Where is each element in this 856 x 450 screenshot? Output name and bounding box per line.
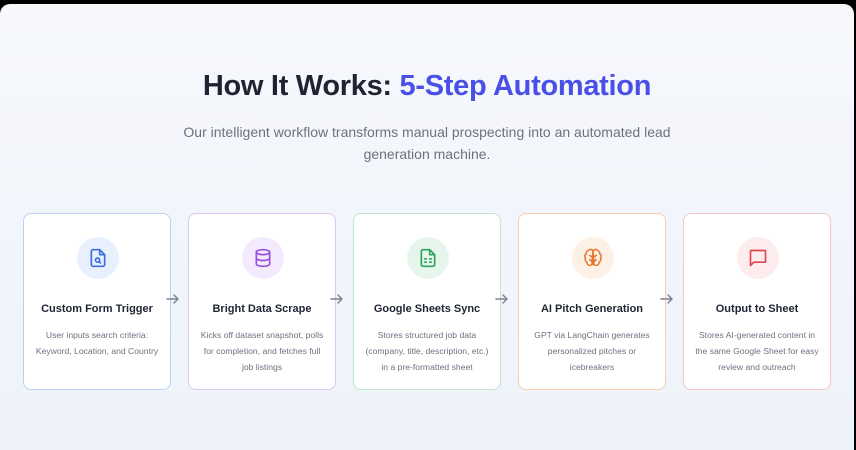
step-title: Bright Data Scrape [212, 303, 312, 315]
step-title: Custom Form Trigger [41, 303, 153, 315]
database-icon [242, 237, 284, 279]
step-card-output-to-sheet: Output to Sheet Stores AI-generated cont… [683, 213, 831, 390]
title-accent: 5-Step Automation [399, 70, 652, 102]
file-search-icon [77, 237, 119, 279]
arrow-right-icon [330, 294, 343, 304]
step-card-google-sheets-sync: Google Sheets Sync Stores structured job… [353, 213, 501, 390]
step-title: Google Sheets Sync [373, 303, 481, 315]
step-title: Output to Sheet [715, 303, 799, 315]
step-title: AI Pitch Generation [540, 303, 644, 315]
step-card-custom-form-trigger: Custom Form Trigger User inputs search c… [23, 213, 171, 390]
step-description: GPT via LangChain generates personalized… [534, 330, 650, 372]
sheet-icon [407, 237, 449, 279]
message-icon [737, 237, 779, 279]
arrow-right-icon [166, 294, 179, 304]
next-section-heading-partial: ​ [20, 444, 110, 450]
step-description: Stores AI-generated content in the same … [695, 330, 819, 372]
arrow-right-icon [660, 294, 673, 304]
title-main: How It Works: [202, 70, 400, 102]
step-card-ai-pitch-generation: AI Pitch Generation GPT via LangChain ge… [518, 213, 666, 390]
step-description: Stores structured job data (company, tit… [365, 330, 489, 372]
arrow-right-icon [495, 294, 508, 304]
step-description: Kicks off dataset snapshot, polls for co… [200, 330, 324, 372]
section-title: How It Works: 5-Step Automation [0, 70, 854, 103]
step-card-bright-data-scrape: Bright Data Scrape Kicks off dataset sna… [188, 213, 336, 390]
brain-icon [572, 237, 614, 279]
page-section: How It Works: 5-Step Automation Our inte… [0, 4, 854, 450]
section-subtitle: Our intelligent workflow transforms manu… [183, 124, 671, 162]
step-description: User inputs search criteria: Keyword, Lo… [35, 330, 159, 356]
